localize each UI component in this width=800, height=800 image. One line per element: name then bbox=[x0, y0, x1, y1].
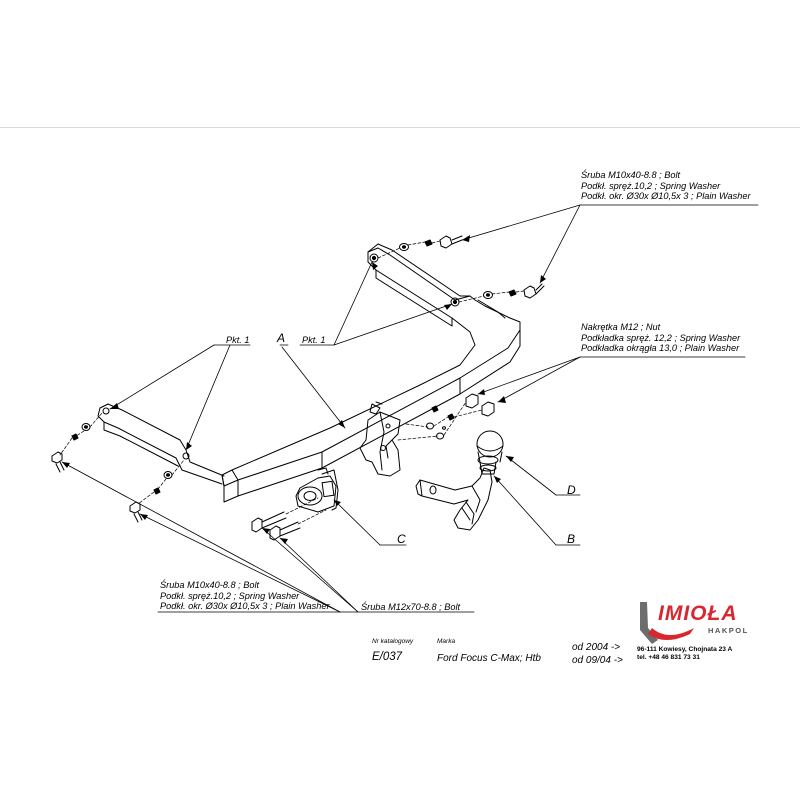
tow-ball-arm bbox=[415, 430, 504, 531]
marker-a: A bbox=[277, 331, 286, 345]
bottom-left-callout: Śruba M10x40-8.8 ; Bolt Podkł. spręż.10,… bbox=[160, 580, 330, 612]
bottom-bolts bbox=[251, 511, 301, 541]
bottom-bolt-callout: Śruba M12x70-8.8 ; Bolt bbox=[361, 602, 461, 612]
mounting-plate bbox=[359, 401, 401, 477]
left-bracket bbox=[97, 403, 225, 485]
marker-b: B bbox=[567, 532, 576, 546]
right-nut-callout: Nakrętka M12 ; Nut Podkładka spręż. 12,2… bbox=[581, 322, 740, 354]
callout-line: Podkł. okr. Ø30x Ø10,5x 3 ; Plain Washer bbox=[581, 191, 751, 202]
left-fasteners bbox=[51, 423, 173, 523]
callout-line: Podkł. spręż.10,2 ; Spring Washer bbox=[581, 180, 721, 191]
callout-line: Nakrętka M12 ; Nut bbox=[581, 322, 661, 332]
catalog-number: E/037 bbox=[372, 651, 403, 663]
callout-line: Śruba M10x40-8.8 ; Bolt bbox=[160, 580, 260, 590]
phone-line: tel. +48 46 831 73 31 bbox=[637, 654, 700, 661]
marker-pkt1-left: Pkt. 1 bbox=[226, 335, 250, 345]
address-line: 96-111 Kowiesy, Chojnata 23 A bbox=[637, 646, 733, 653]
marker-c: C bbox=[397, 532, 406, 546]
brand-label: Marka bbox=[437, 638, 456, 645]
company-sub: HAKPOL bbox=[708, 626, 749, 635]
callout-line: Podkł. spręż.10,2 ; Spring Washer bbox=[160, 590, 300, 601]
top-right-fasteners bbox=[399, 235, 545, 299]
company-logo-mark bbox=[640, 602, 694, 644]
socket-plate bbox=[295, 467, 339, 513]
callout-line: Śruba M10x40-8.8 ; Bolt bbox=[581, 170, 681, 180]
marker-pkt1-center: Pkt. 1 bbox=[302, 335, 326, 345]
callout-line: Podkładka spręż. 12,2 ; Spring Washer bbox=[581, 332, 741, 343]
date-from: od 2004 -> bbox=[572, 642, 621, 653]
main-crossbeam bbox=[221, 247, 521, 503]
callout-line: Podkładka okrągła 13,0 ; Plain Washer bbox=[581, 343, 740, 354]
date-from-2: od 09/04 -> bbox=[572, 655, 623, 666]
top-divider bbox=[0, 127, 800, 128]
vehicle-model: Ford Focus C-Max; Htb bbox=[437, 653, 541, 664]
callout-line: Podkł. okr. Ø30x Ø10,5x 3 ; Plain Washer bbox=[160, 601, 330, 612]
company-name: IMIOŁA bbox=[658, 602, 738, 625]
catalog-label: Nr katalogowy bbox=[372, 638, 414, 645]
right-bracket bbox=[367, 243, 506, 327]
right-nut-stack bbox=[426, 393, 495, 440]
company-address: 96-111 Kowiesy, Chojnata 23 A tel. +48 4… bbox=[637, 646, 732, 662]
top-right-callout: Śruba M10x40-8.8 ; Bolt Podkł. spręż.10,… bbox=[581, 170, 751, 202]
marker-d: D bbox=[567, 483, 576, 497]
